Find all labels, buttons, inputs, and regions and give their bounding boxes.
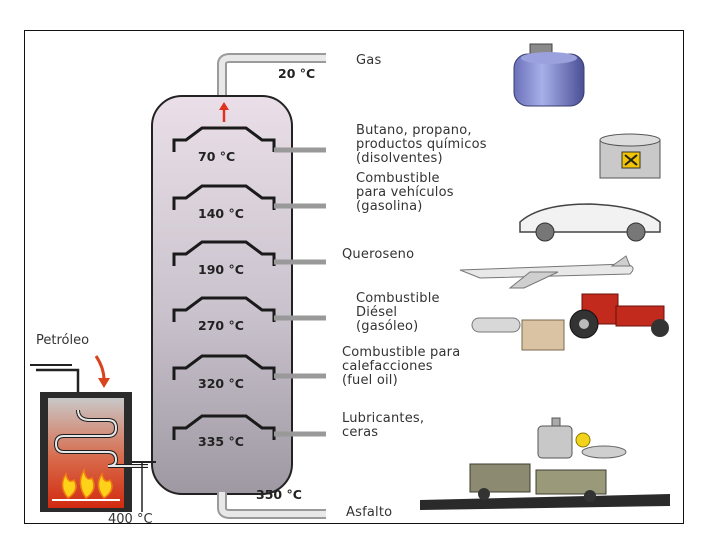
product-tray-3: Queroseno [342, 248, 414, 262]
oil-can-icon [537, 417, 627, 459]
diagram-frame [24, 30, 684, 524]
gas-can-icon [599, 133, 661, 179]
product-tray-6: Lubricantes, ceras [342, 412, 424, 440]
product-line: Queroseno [342, 247, 415, 262]
product-line: (fuel oil) [342, 373, 398, 388]
building-icon [471, 317, 565, 351]
tray-temp: 320 °C [198, 376, 244, 391]
product-line: Combustible [356, 291, 440, 306]
tray-3 [172, 240, 326, 266]
product-tray-2: Combustible para vehículos (gasolina) [356, 172, 454, 214]
tractor-icon [569, 293, 669, 339]
tray-1 [172, 126, 326, 153]
tray-temp: 70 °C [198, 149, 236, 164]
product-line: para vehículos [356, 185, 454, 200]
tray-2 [172, 184, 326, 210]
product-line: calefacciones [342, 359, 433, 374]
product-line: (gasóleo) [356, 319, 419, 334]
product-line: (disolventes) [356, 151, 443, 166]
paving-machine-icon [420, 463, 670, 510]
product-line: productos químicos [356, 137, 487, 152]
flame-icon [61, 467, 113, 500]
product-tray-1: Butano, propano, productos químicos (dis… [356, 124, 487, 166]
product-line: (gasolina) [356, 199, 423, 214]
tray-5 [172, 354, 326, 380]
tray-temp: 270 °C [198, 318, 244, 333]
product-asphalt: Asfalto [346, 505, 393, 520]
tray-temp: 190 °C [198, 262, 244, 277]
product-tray-5: Combustible para calefacciones (fuel oil… [342, 346, 460, 388]
product-line: Combustible [356, 171, 440, 186]
vapor-up-arrow [219, 102, 229, 122]
furnace-temp: 400 °C [108, 512, 153, 527]
tray-6 [172, 414, 326, 440]
product-line: Butano, propano, [356, 123, 472, 138]
column-top-temp: 20 °C [278, 66, 316, 81]
product-tray-4: Combustible Diésel (gasóleo) [356, 292, 440, 334]
product-line: ceras [342, 425, 379, 440]
tray-temp: 335 °C [198, 434, 244, 449]
airplane-icon [459, 255, 634, 289]
product-line: Lubricantes, [342, 411, 425, 426]
feed-arrow [94, 355, 110, 388]
product-line: Diésel [356, 305, 398, 320]
tray-4 [172, 296, 326, 322]
feed-label: Petróleo [36, 333, 90, 348]
car-icon [519, 203, 661, 242]
furnace [40, 392, 148, 512]
column-bottom-temp: 350 °C [256, 487, 302, 502]
tray-temp: 140 °C [198, 206, 244, 221]
gas-cylinder-icon [513, 43, 585, 107]
product-line: Combustible para [342, 345, 461, 360]
product-gas: Gas [356, 53, 382, 68]
